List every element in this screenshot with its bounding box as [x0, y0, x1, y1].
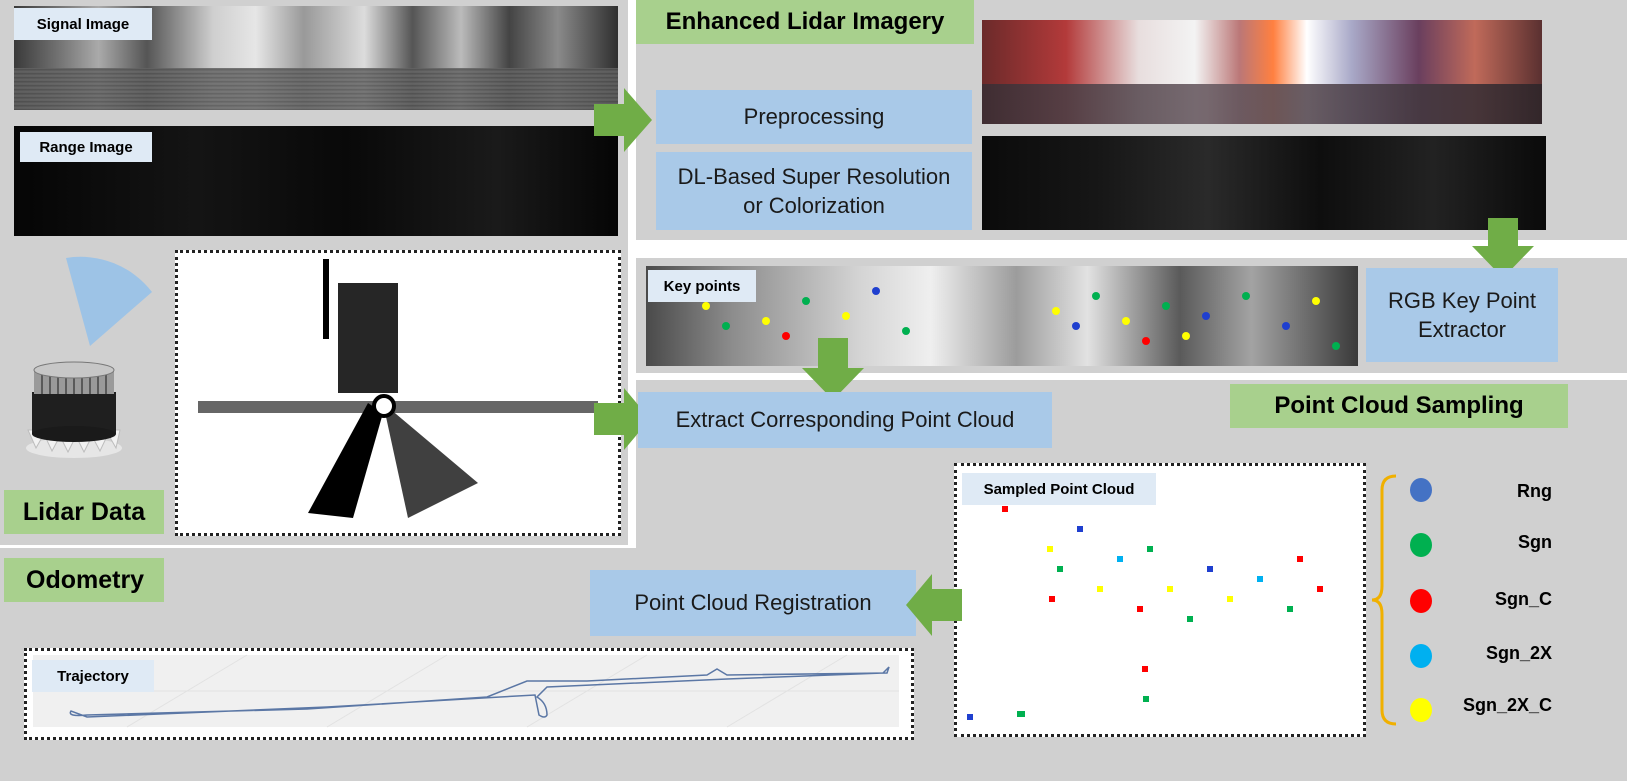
lidar-sensor-icon — [26, 361, 122, 458]
colorized-signal-floor — [982, 84, 1542, 124]
arrow-down-to-extract — [802, 338, 864, 400]
sampled-point-cloud — [967, 506, 1323, 720]
lidar-fov-wedge — [66, 256, 152, 346]
keypoints-image — [646, 266, 1358, 366]
enhanced-range-image — [982, 136, 1546, 230]
enhanced-lidar-imagery-label: Enhanced Lidar Imagery — [636, 0, 974, 44]
legend-label-sgn-2x-c: Sgn_2X_C — [1462, 695, 1552, 715]
point-cloud-topview — [198, 259, 598, 518]
legend-label-sgn-c: Sgn_C — [1494, 589, 1552, 609]
trajectory-plot — [33, 654, 899, 728]
legend-dot-sgn-2x — [1410, 644, 1432, 668]
arrow-to-preprocessing — [594, 88, 652, 152]
point-cloud-topview-frame — [175, 250, 621, 536]
legend-label-rng: Rng — [1517, 481, 1552, 501]
trajectory-frame — [24, 648, 914, 740]
sampled-point-cloud-tag: Sampled Point Cloud — [962, 473, 1156, 505]
point-cloud-registration-box: Point Cloud Registration — [590, 570, 916, 636]
rgb-extractor-line2: Extractor — [1417, 317, 1507, 342]
super-resolution-line2: or Colorization — [743, 193, 885, 218]
odometry-label: Odometry — [4, 558, 164, 602]
super-resolution-line1: DL-Based Super Resolution — [677, 164, 951, 189]
rgb-keypoint-extractor-box: RGB Key Point Extractor — [1366, 268, 1558, 362]
legend-brace — [1371, 474, 1397, 726]
legend-dot-sgn-c — [1410, 589, 1432, 613]
arrow-down-to-extractor — [1472, 218, 1534, 278]
legend-label-sgn-2x: Sgn_2X — [1485, 643, 1552, 663]
key-points-tag: Key points — [648, 270, 756, 302]
preprocessing-box: Preprocessing — [656, 90, 972, 144]
trajectory-tag: Trajectory — [32, 660, 154, 692]
colorized-signal-image — [982, 20, 1542, 124]
signal-image — [14, 6, 618, 110]
signal-image-tag: Signal Image — [14, 8, 152, 40]
legend-dot-sgn — [1410, 533, 1432, 557]
point-cloud-sampling-label: Point Cloud Sampling — [1230, 384, 1568, 428]
super-resolution-box: DL-Based Super Resolution or Colorizatio… — [656, 152, 972, 230]
range-image-tag: Range Image — [20, 132, 152, 162]
signal-image-floor — [14, 68, 618, 110]
lidar-data-label: Lidar Data — [4, 490, 164, 534]
arrow-to-extract — [594, 388, 650, 450]
rgb-extractor-line1: RGB Key Point — [1388, 288, 1536, 313]
arrow-to-registration — [906, 574, 962, 636]
legend-label-sgn: Sgn — [1518, 532, 1552, 552]
extract-point-cloud-box: Extract Corresponding Point Cloud — [638, 392, 1052, 448]
legend-dot-sgn-2x-c — [1410, 698, 1432, 722]
sampled-point-cloud-frame — [954, 463, 1366, 737]
legend-dot-rng — [1410, 478, 1432, 502]
